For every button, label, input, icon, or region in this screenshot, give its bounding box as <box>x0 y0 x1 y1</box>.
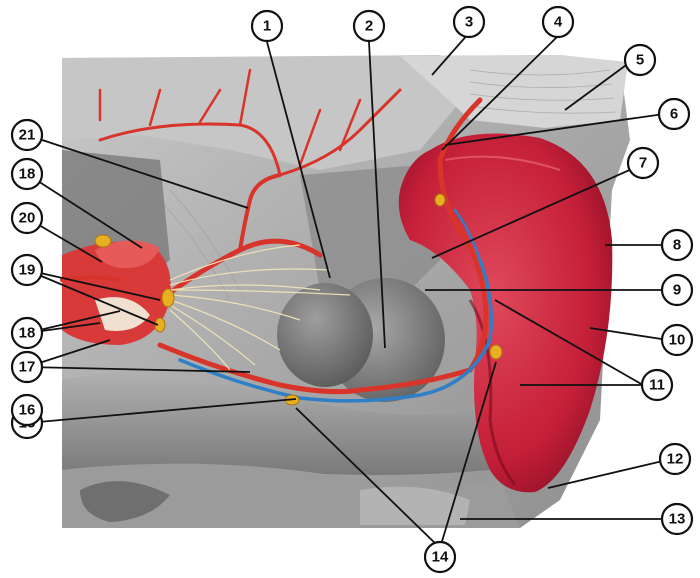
leader-lines <box>26 32 669 549</box>
diaphragm-right <box>400 55 628 128</box>
callout-11: 11 <box>640 368 674 402</box>
svg-text:3: 3 <box>465 14 473 31</box>
adrenal-gland <box>277 283 373 387</box>
nerves <box>169 244 351 371</box>
svg-text:18: 18 <box>19 325 36 342</box>
callout-6: 6 <box>657 97 691 131</box>
veins <box>178 208 493 403</box>
svg-text:5: 5 <box>636 52 644 69</box>
callout-1: 1 <box>250 9 284 43</box>
svg-text:17: 17 <box>19 359 36 376</box>
callout-8: 8 <box>660 228 694 262</box>
callout-17: 17 <box>10 350 44 384</box>
svg-text:7: 7 <box>639 155 647 172</box>
callout-3: 3 <box>452 5 486 39</box>
callout-10: 10 <box>660 323 694 357</box>
svg-text:20: 20 <box>19 210 36 227</box>
svg-text:16: 16 <box>19 402 36 419</box>
svg-text:14: 14 <box>432 549 449 566</box>
svg-text:13: 13 <box>669 511 686 528</box>
callout-20: 20 <box>10 201 44 235</box>
svg-text:11: 11 <box>649 377 665 394</box>
lymph-nodes <box>94 193 503 406</box>
callout-13: 13 <box>660 502 694 536</box>
callout-21: 21 <box>10 118 44 152</box>
svg-text:8: 8 <box>673 237 681 254</box>
svg-text:4: 4 <box>554 14 563 31</box>
svg-text:2: 2 <box>365 18 373 35</box>
callout-2: 2 <box>352 9 386 43</box>
spleen <box>398 133 613 493</box>
callout-14: 14 <box>423 540 457 574</box>
svg-text:21: 21 <box>19 127 36 144</box>
callout-9: 9 <box>660 273 694 307</box>
svg-text:10: 10 <box>669 332 686 349</box>
pancreas-tail <box>62 240 171 345</box>
svg-text:18: 18 <box>19 166 36 183</box>
svg-text:19: 19 <box>19 262 36 279</box>
callout-18-lower: 18 <box>10 316 44 350</box>
callout-16-label: 16 <box>10 393 44 427</box>
svg-text:6: 6 <box>670 106 678 123</box>
callout-12: 12 <box>658 442 692 476</box>
callout-7: 7 <box>626 146 660 180</box>
callout-4: 4 <box>541 5 575 39</box>
arteries <box>60 68 489 395</box>
callout-18-upper: 18 <box>10 157 44 191</box>
svg-text:12: 12 <box>667 451 684 468</box>
callout-19: 19 <box>10 253 44 287</box>
callout-5: 5 <box>623 43 657 77</box>
svg-text:9: 9 <box>673 282 681 299</box>
svg-text:1: 1 <box>263 18 271 35</box>
